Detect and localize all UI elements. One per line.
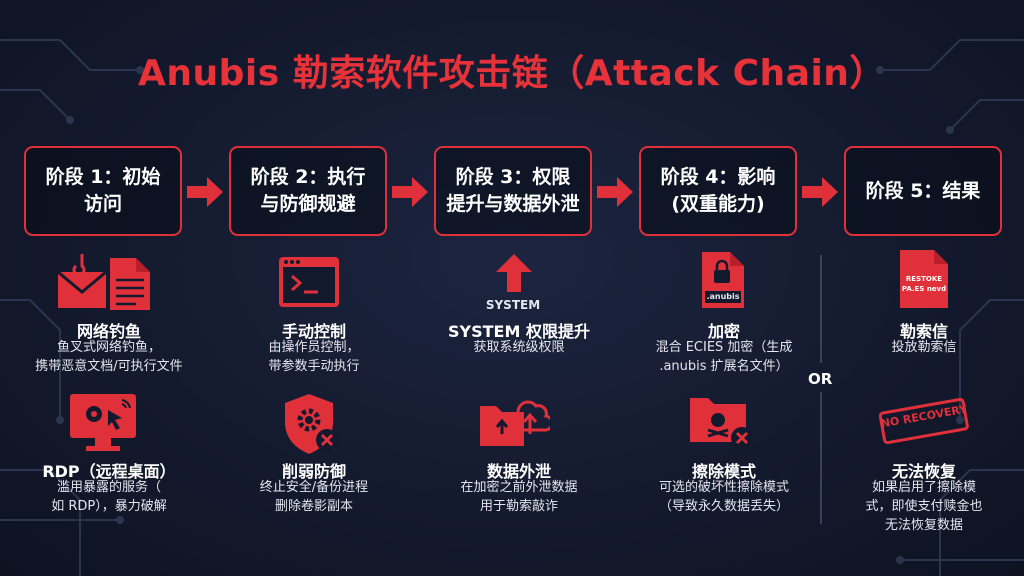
folder-cloud-icon	[480, 400, 550, 446]
stage-3-line1: 阶段 3：权限	[455, 166, 571, 188]
system-label: SYSTEM	[485, 298, 541, 312]
weaken-defense-title: 削弱防御	[281, 462, 346, 481]
page-title: Anubis 勒索软件攻击链（Attack Chain）	[138, 53, 886, 94]
stage-2-line2: 与防御规避	[260, 193, 356, 215]
arrow-right-icon	[187, 177, 223, 207]
ransom-note-title: 勒索信	[899, 322, 948, 341]
stage-2-box: 阶段 2：执行与防御规避	[229, 146, 387, 236]
ransom-note-desc: 投放勒索信	[891, 340, 957, 355]
privesc-title: SYSTEM 权限提升	[448, 322, 590, 341]
rdp-monitor-icon	[70, 394, 136, 451]
manual-control-desc: 由操作员控制，带参数手动执行	[268, 340, 360, 374]
wipe-title: 擦除模式	[691, 462, 756, 481]
weaken-defense-desc: 终止安全/备份进程删除卷影副本	[259, 480, 369, 514]
arrow-right-icon	[392, 177, 428, 207]
encrypt-file-label: .anubis	[706, 292, 740, 301]
stage-5-box: 阶段 5：结果	[844, 146, 1002, 236]
exfil-desc: 在加密之前外泄数据用于勒索敲诈	[460, 480, 578, 514]
phishing-title: 网络钓鱼	[76, 322, 141, 341]
stage-5-line1: 阶段 5：结果	[865, 179, 981, 202]
rdp-desc: 滥用暴露的服务（如 RDP），暴力破解	[51, 480, 167, 514]
or-label: OR	[808, 370, 833, 388]
stage-1-line2: 访问	[83, 193, 122, 215]
separator-line	[820, 392, 822, 524]
phishing-desc: 鱼叉式网络钓鱼，携带恶意文档/可执行文件	[35, 340, 183, 374]
stage-4-line2: (双重能力)	[671, 193, 765, 215]
stage-2-line1: 阶段 2：执行	[250, 166, 366, 188]
separator-line	[820, 255, 822, 363]
wipe-folder-icon	[690, 398, 753, 449]
exfil-title: 数据外泄	[486, 462, 551, 481]
shield-gear-icon	[285, 394, 338, 454]
encrypted-file-icon	[702, 252, 744, 308]
encrypt-title: 加密	[707, 322, 740, 341]
stage-3-line2: 提升与数据外泄	[446, 193, 580, 215]
ransom-note-icon	[900, 250, 948, 308]
privesc-desc: 获取系统级权限	[473, 340, 565, 355]
phishing-email-icon	[57, 254, 150, 310]
arrow-right-icon	[597, 177, 633, 207]
rdp-title: RDP（远程桌面）	[42, 462, 176, 481]
wipe-desc: 可选的破坏性擦除模式（导致永久数据丢失）	[658, 480, 789, 514]
arrow-right-icon	[802, 177, 838, 207]
encrypt-desc: 混合 ECIES 加密（生成.anubis 扩展名文件）	[655, 340, 793, 374]
manual-control-title: 手动控制	[281, 322, 346, 341]
stage-1-line1: 阶段 1：初始	[45, 166, 161, 188]
stage-1-box: 阶段 1：初始访问	[24, 146, 182, 236]
no-recovery-desc: 如果启用了擦除模式，即使支付赎金也无法恢复数据	[865, 480, 983, 533]
arrow-up-icon	[496, 254, 532, 292]
terminal-icon	[279, 257, 339, 307]
no-recovery-stamp-icon	[878, 397, 969, 445]
no-recovery-title: 无法恢复	[891, 462, 956, 481]
stage-4-line1: 阶段 4：影响	[660, 166, 776, 188]
stage-3-box: 阶段 3：权限提升与数据外泄	[434, 146, 592, 236]
stage-4-box: 阶段 4：影响 (双重能力)	[639, 146, 797, 236]
